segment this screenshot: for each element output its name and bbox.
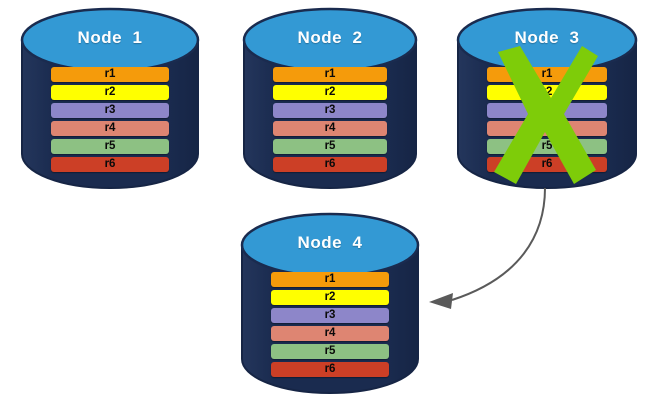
row-list: r1 r2 r3 r4 r5 r6 xyxy=(20,67,200,172)
row-label: r3 xyxy=(324,308,336,321)
row-item[interactable]: r4 xyxy=(271,326,389,341)
row-item[interactable]: r3 xyxy=(487,103,607,118)
row-list: r1 r2 r3 r4 r5 r6 xyxy=(240,272,420,377)
row-label: r2 xyxy=(324,85,336,98)
row-item[interactable]: r4 xyxy=(273,121,387,136)
row-item[interactable]: r2 xyxy=(271,290,389,305)
row-label: r4 xyxy=(104,121,116,134)
row-item[interactable]: r5 xyxy=(51,139,169,154)
row-item[interactable]: r1 xyxy=(273,67,387,82)
row-list: r1 r2 r3 r4 r5 r6 xyxy=(242,67,418,172)
row-label: r6 xyxy=(104,157,116,170)
row-item[interactable]: r6 xyxy=(271,362,389,377)
row-item[interactable]: r1 xyxy=(51,67,169,82)
row-label: r1 xyxy=(104,67,116,80)
row-label: r4 xyxy=(541,121,553,134)
row-item[interactable]: r6 xyxy=(273,157,387,172)
row-label: r5 xyxy=(324,139,336,152)
row-label: r2 xyxy=(541,85,553,98)
node-cylinder-node-4[interactable]: Node 4 r1 r2 r3 r4 r5 r6 xyxy=(240,211,420,394)
row-item[interactable]: r4 xyxy=(51,121,169,136)
row-label: r2 xyxy=(104,85,116,98)
row-item[interactable]: r3 xyxy=(273,103,387,118)
row-item[interactable]: r5 xyxy=(271,344,389,359)
row-label: r1 xyxy=(541,67,553,80)
arrowhead-icon xyxy=(429,293,453,309)
row-label: r6 xyxy=(324,157,336,170)
row-label: r4 xyxy=(324,121,336,134)
node-cylinder-node-3[interactable]: Node 3 r1 r2 r3 r4 r5 r6 xyxy=(456,6,638,189)
row-item[interactable]: r5 xyxy=(487,139,607,154)
row-item[interactable]: r2 xyxy=(51,85,169,100)
row-label: r1 xyxy=(324,67,336,80)
row-item[interactable]: r1 xyxy=(271,272,389,287)
row-label: r4 xyxy=(324,326,336,339)
row-label: r5 xyxy=(541,139,553,152)
row-label: r2 xyxy=(324,290,336,303)
row-item[interactable]: r6 xyxy=(51,157,169,172)
node-cylinder-node-1[interactable]: Node 1 r1 r2 r3 r4 r5 r6 xyxy=(20,6,200,189)
row-label: r6 xyxy=(324,362,336,375)
row-item[interactable]: r2 xyxy=(273,85,387,100)
row-item[interactable]: r6 xyxy=(487,157,607,172)
row-item[interactable]: r3 xyxy=(271,308,389,323)
row-item[interactable]: r4 xyxy=(487,121,607,136)
row-label: r3 xyxy=(324,103,336,116)
row-label: r5 xyxy=(324,344,336,357)
row-item[interactable]: r2 xyxy=(487,85,607,100)
row-item[interactable]: r1 xyxy=(487,67,607,82)
row-item[interactable]: r5 xyxy=(273,139,387,154)
row-label: r3 xyxy=(104,103,116,116)
row-label: r1 xyxy=(324,272,336,285)
row-label: r5 xyxy=(104,139,116,152)
row-item[interactable]: r3 xyxy=(51,103,169,118)
node-cylinder-node-2[interactable]: Node 2 r1 r2 r3 r4 r5 r6 xyxy=(242,6,418,189)
row-label: r6 xyxy=(541,157,553,170)
row-list: r1 r2 r3 r4 r5 r6 xyxy=(456,67,638,172)
row-label: r3 xyxy=(541,103,553,116)
